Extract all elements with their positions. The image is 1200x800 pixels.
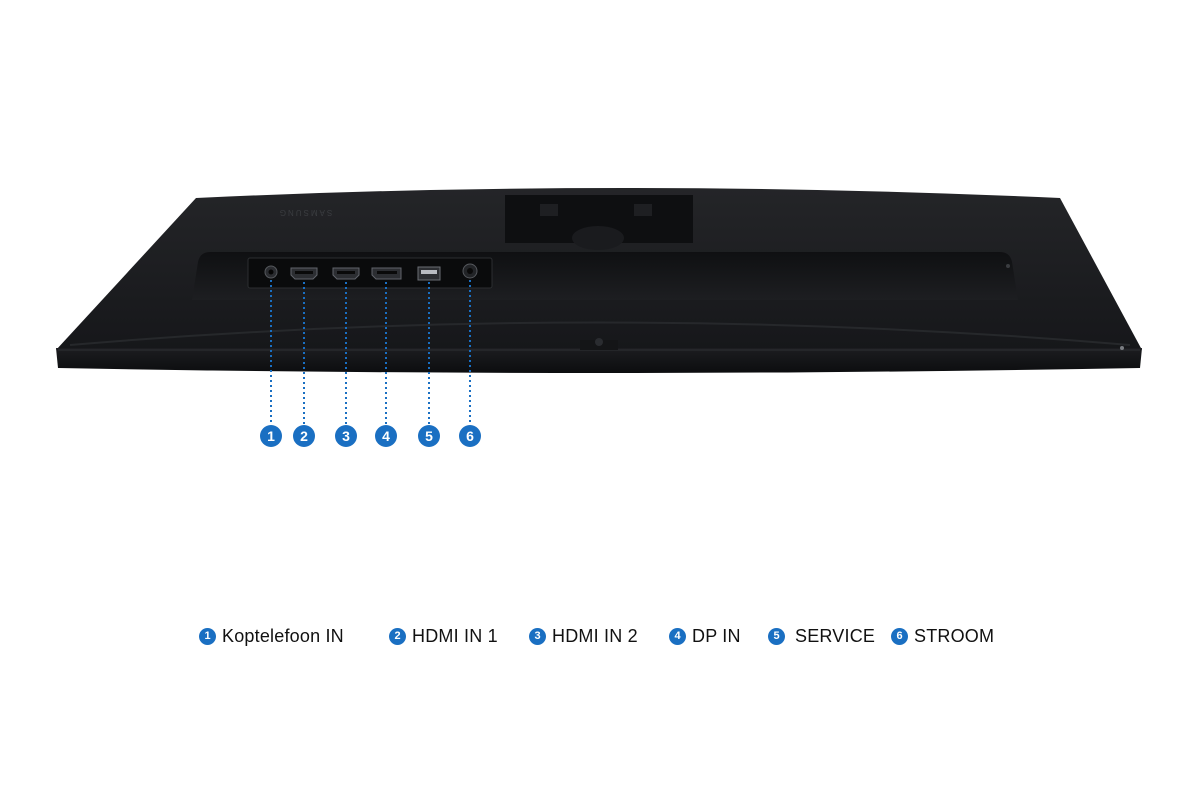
legend-label: SERVICE — [795, 625, 876, 646]
callout-circle — [459, 425, 481, 447]
hdmi-port-icon — [290, 267, 318, 280]
legend-number: 6 — [891, 627, 908, 645]
legend-label: STROOM — [914, 625, 995, 646]
legend-item-headphone: 1 Koptelefoon IN — [199, 624, 344, 648]
legend-item-power: 6 STROOM — [891, 624, 994, 648]
power-jack-icon — [462, 263, 478, 279]
legend-label: HDMI IN 1 — [412, 625, 498, 646]
callout-number: 6 — [466, 428, 474, 444]
brand-logo: SAMSUNG — [278, 208, 332, 217]
hdmi-port-icon — [332, 267, 360, 280]
headphone-jack-icon — [264, 265, 278, 279]
legend-number: 3 — [529, 627, 546, 645]
legend-item-service: 5 SERVICE — [768, 624, 875, 648]
displayport-icon — [371, 267, 402, 280]
legend-number: 5 — [768, 627, 785, 645]
legend-item-dp: 4 DP IN — [669, 624, 741, 648]
port-legend: 1 Koptelefoon IN 2 HDMI IN 1 3 HDMI IN 2… — [0, 624, 1200, 648]
callout-circle — [418, 425, 440, 447]
callout-3: 3 — [335, 425, 357, 447]
callout-number: 1 — [267, 428, 275, 444]
callout-number: 4 — [382, 428, 390, 444]
callout-number: 3 — [342, 428, 350, 444]
callout-circle — [260, 425, 282, 447]
legend-number: 2 — [389, 627, 406, 645]
callout-2: 2 — [293, 425, 315, 447]
callout-5: 5 — [418, 425, 440, 447]
legend-label: Koptelefoon IN — [222, 625, 344, 646]
callout-number: 5 — [425, 428, 433, 444]
callout-number: 2 — [300, 428, 308, 444]
legend-label: DP IN — [692, 625, 741, 646]
callout-circle — [335, 425, 357, 447]
legend-item-hdmi-1: 2 HDMI IN 1 — [389, 624, 498, 648]
callout-6: 6 — [459, 425, 481, 447]
legend-number: 4 — [669, 627, 686, 645]
legend-label: HDMI IN 2 — [552, 625, 638, 646]
callout-4: 4 — [375, 425, 397, 447]
monitor-front-edge — [56, 348, 1142, 373]
leader-lines — [270, 280, 471, 424]
usb-port-icon — [417, 266, 441, 281]
legend-item-hdmi-2: 3 HDMI IN 2 — [529, 624, 638, 648]
callout-circle — [375, 425, 397, 447]
callout-circle — [293, 425, 315, 447]
legend-number: 1 — [199, 627, 216, 645]
callout-1: 1 — [260, 425, 282, 447]
